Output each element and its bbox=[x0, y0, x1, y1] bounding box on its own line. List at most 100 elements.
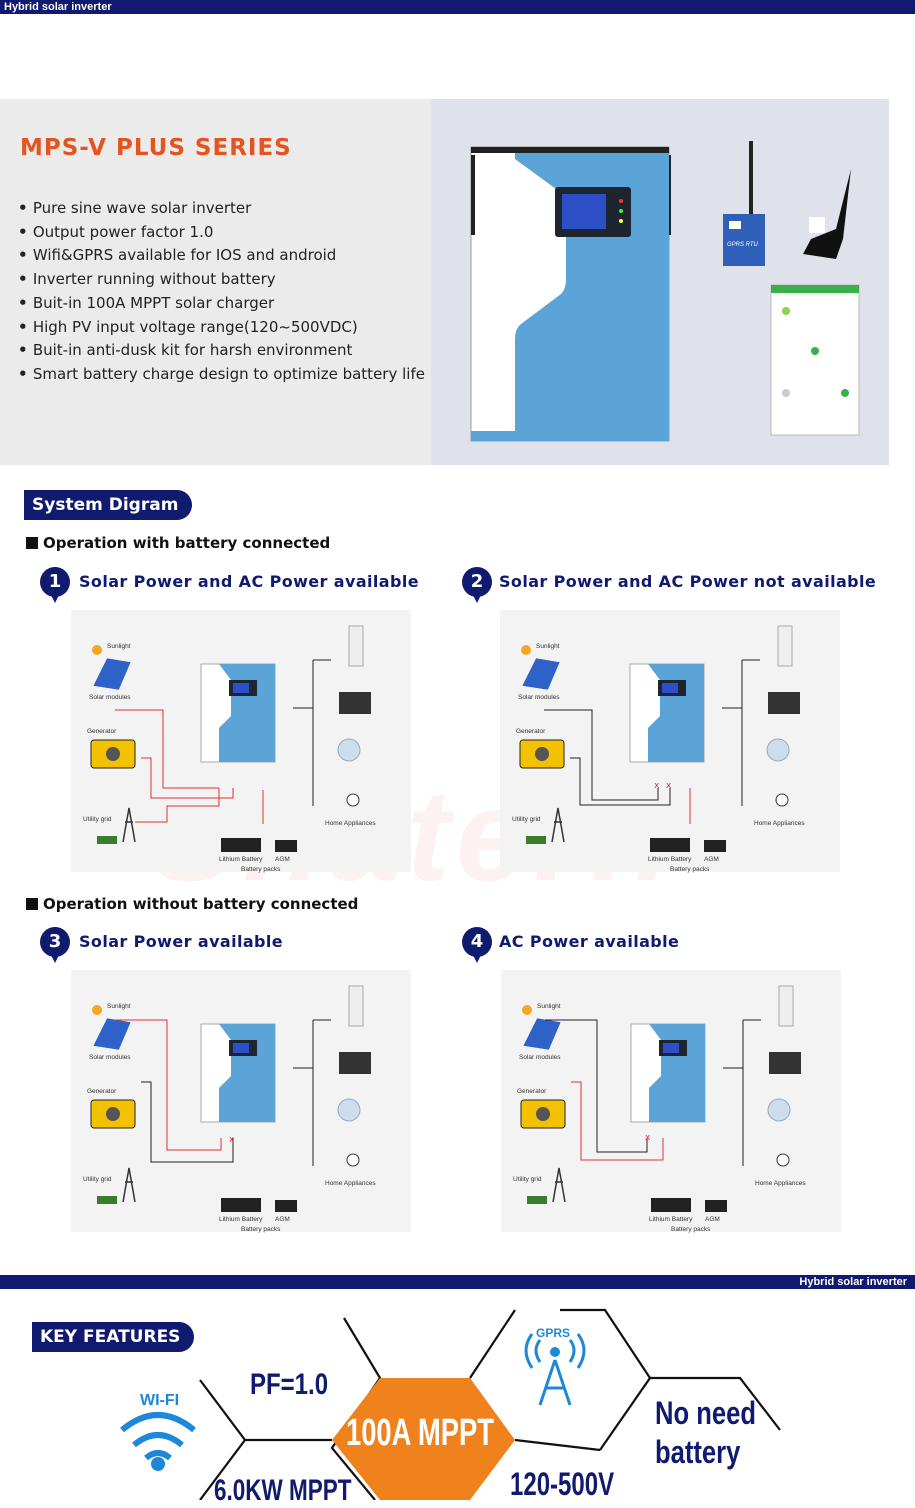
label-home-appliances: Home Appliances bbox=[325, 820, 376, 827]
label-solar-modules: Solar modules bbox=[89, 694, 131, 701]
label-generator: Generator bbox=[516, 728, 546, 735]
label-agm: AGM bbox=[275, 1216, 290, 1223]
label-utility-grid: Utility grid bbox=[512, 816, 541, 823]
label-generator: Generator bbox=[517, 1088, 547, 1095]
wifi-icon bbox=[120, 1412, 196, 1461]
label-agm: AGM bbox=[275, 856, 290, 863]
inverter-product-image: GPRS RTU bbox=[470, 141, 860, 442]
label-battery-packs: Battery packs bbox=[671, 1226, 711, 1233]
label-utility-grid: Utility grid bbox=[83, 1176, 112, 1183]
feature-item: Pure sine wave solar inverter bbox=[18, 197, 425, 221]
label-home-appliances: Home Appliances bbox=[325, 1180, 376, 1187]
generator-icon bbox=[90, 739, 136, 769]
sun-icon bbox=[522, 1005, 532, 1015]
label-lithium-battery: Lithium Battery bbox=[649, 1216, 693, 1223]
bottom-banner: Hybrid solar inverter bbox=[0, 1275, 915, 1289]
label-home-appliances: Home Appliances bbox=[755, 1180, 806, 1187]
wifi-dot bbox=[151, 1457, 165, 1471]
svg-text:x: x bbox=[645, 1133, 651, 1143]
without-battery-heading: Operation without battery connected bbox=[26, 894, 358, 914]
label-battery-packs: Battery packs bbox=[670, 866, 710, 873]
label-utility-grid: Utility grid bbox=[83, 816, 112, 823]
feature-item: Wifi&GPRS available for IOS and android bbox=[18, 244, 425, 268]
key-features-title: KEY FEATURES bbox=[32, 1322, 195, 1352]
solar-panel-icon bbox=[92, 1017, 132, 1051]
sun-icon bbox=[92, 645, 102, 655]
bottom-banner-text: Hybrid solar inverter bbox=[799, 1276, 907, 1288]
scenario-number-3: 3 bbox=[40, 927, 70, 963]
label-sunlight: Sunlight bbox=[107, 643, 131, 650]
solar-panel-icon bbox=[521, 657, 561, 691]
voltage-label: 120-500V bbox=[510, 1466, 615, 1502]
inverter-icon bbox=[629, 663, 705, 763]
wifi-label: WI-FI bbox=[140, 1392, 180, 1409]
grid-tower-icon bbox=[526, 807, 565, 844]
grid-tower-icon bbox=[527, 1167, 566, 1204]
feature-item: Smart battery charge design to optimize … bbox=[18, 363, 425, 387]
pf-label: PF=1.0 bbox=[250, 1368, 329, 1401]
tower-icon bbox=[524, 1333, 586, 1406]
feature-item: Output power factor 1.0 bbox=[18, 221, 425, 245]
generator-icon bbox=[90, 1099, 136, 1129]
label-battery-packs: Battery packs bbox=[241, 866, 281, 873]
inverter-icon bbox=[200, 663, 276, 763]
label-sunlight: Sunlight bbox=[107, 1003, 131, 1010]
label-solar-modules: Solar modules bbox=[89, 1054, 131, 1061]
appliance-icons bbox=[766, 625, 800, 807]
appliance-icons bbox=[767, 985, 801, 1167]
label-agm: AGM bbox=[705, 1216, 720, 1223]
solar-panel-icon bbox=[92, 657, 132, 691]
label-solar-modules: Solar modules bbox=[519, 1054, 561, 1061]
feature-item: High PV input voltage range(120~500VDC) bbox=[18, 316, 425, 340]
mppt-label: 100A MPPT bbox=[346, 1412, 495, 1454]
label-utility-grid: Utility grid bbox=[513, 1176, 542, 1183]
label-generator: Generator bbox=[87, 1088, 117, 1095]
battery-icons bbox=[221, 838, 297, 852]
system-diagram-title: System Digram bbox=[24, 490, 193, 520]
inverter-icon bbox=[200, 1023, 276, 1123]
battery-icons bbox=[651, 1198, 727, 1212]
svg-text:x: x bbox=[654, 781, 660, 791]
top-banner: Hybrid solar inverter bbox=[0, 0, 915, 14]
sun-icon bbox=[521, 645, 531, 655]
scenario-number-1: 1 bbox=[40, 567, 70, 603]
gprs-label: GPRS RTU bbox=[727, 242, 759, 248]
sun-icon bbox=[92, 1005, 102, 1015]
scenario-title-4: AC Power available bbox=[499, 932, 680, 951]
battery-icons bbox=[221, 1198, 297, 1212]
label-generator: Generator bbox=[87, 728, 117, 735]
label-battery-packs: Battery packs bbox=[241, 1226, 281, 1233]
feature-list: Pure sine wave solar inverter Output pow… bbox=[18, 197, 425, 387]
label-lithium-battery: Lithium Battery bbox=[648, 856, 692, 863]
svg-text:x: x bbox=[666, 781, 672, 791]
scenario-title-3: Solar Power available bbox=[79, 932, 284, 951]
appliance-icons bbox=[337, 625, 371, 807]
series-title: MPS-V PLUS SERIES bbox=[20, 135, 292, 161]
no-battery-line1: No need bbox=[655, 1395, 756, 1431]
with-battery-heading: Operation with battery connected bbox=[26, 533, 330, 553]
kw-label: 6.0KW MPPT bbox=[214, 1474, 352, 1507]
no-battery-line2: battery bbox=[655, 1434, 741, 1470]
label-home-appliances: Home Appliances bbox=[754, 820, 805, 827]
label-lithium-battery: Lithium Battery bbox=[219, 856, 263, 863]
gprs-label: GPRS bbox=[536, 1326, 571, 1340]
label-agm: AGM bbox=[704, 856, 719, 863]
scenario-number-4: 4 bbox=[462, 927, 492, 963]
key-features-hex-graphic bbox=[120, 1308, 781, 1500]
scenario-title-1: Solar Power and AC Power available bbox=[79, 572, 419, 591]
grid-tower-icon bbox=[97, 1167, 136, 1204]
scenario-title-2: Solar Power and AC Power not available bbox=[499, 572, 877, 591]
generator-icon bbox=[520, 1099, 566, 1129]
label-sunlight: Sunlight bbox=[536, 643, 560, 650]
appliance-icons bbox=[337, 985, 371, 1167]
svg-text:x: x bbox=[229, 1135, 235, 1145]
feature-item: Buit-in anti-dusk kit for harsh environm… bbox=[18, 339, 425, 363]
feature-item: Inverter running without battery bbox=[18, 268, 425, 292]
label-lithium-battery: Lithium Battery bbox=[219, 1216, 263, 1223]
hero-image-panel: GPRS RTU bbox=[431, 99, 889, 465]
top-banner-text: Hybrid solar inverter bbox=[4, 1, 112, 13]
feature-item: Buit-in 100A MPPT solar charger bbox=[18, 292, 425, 316]
